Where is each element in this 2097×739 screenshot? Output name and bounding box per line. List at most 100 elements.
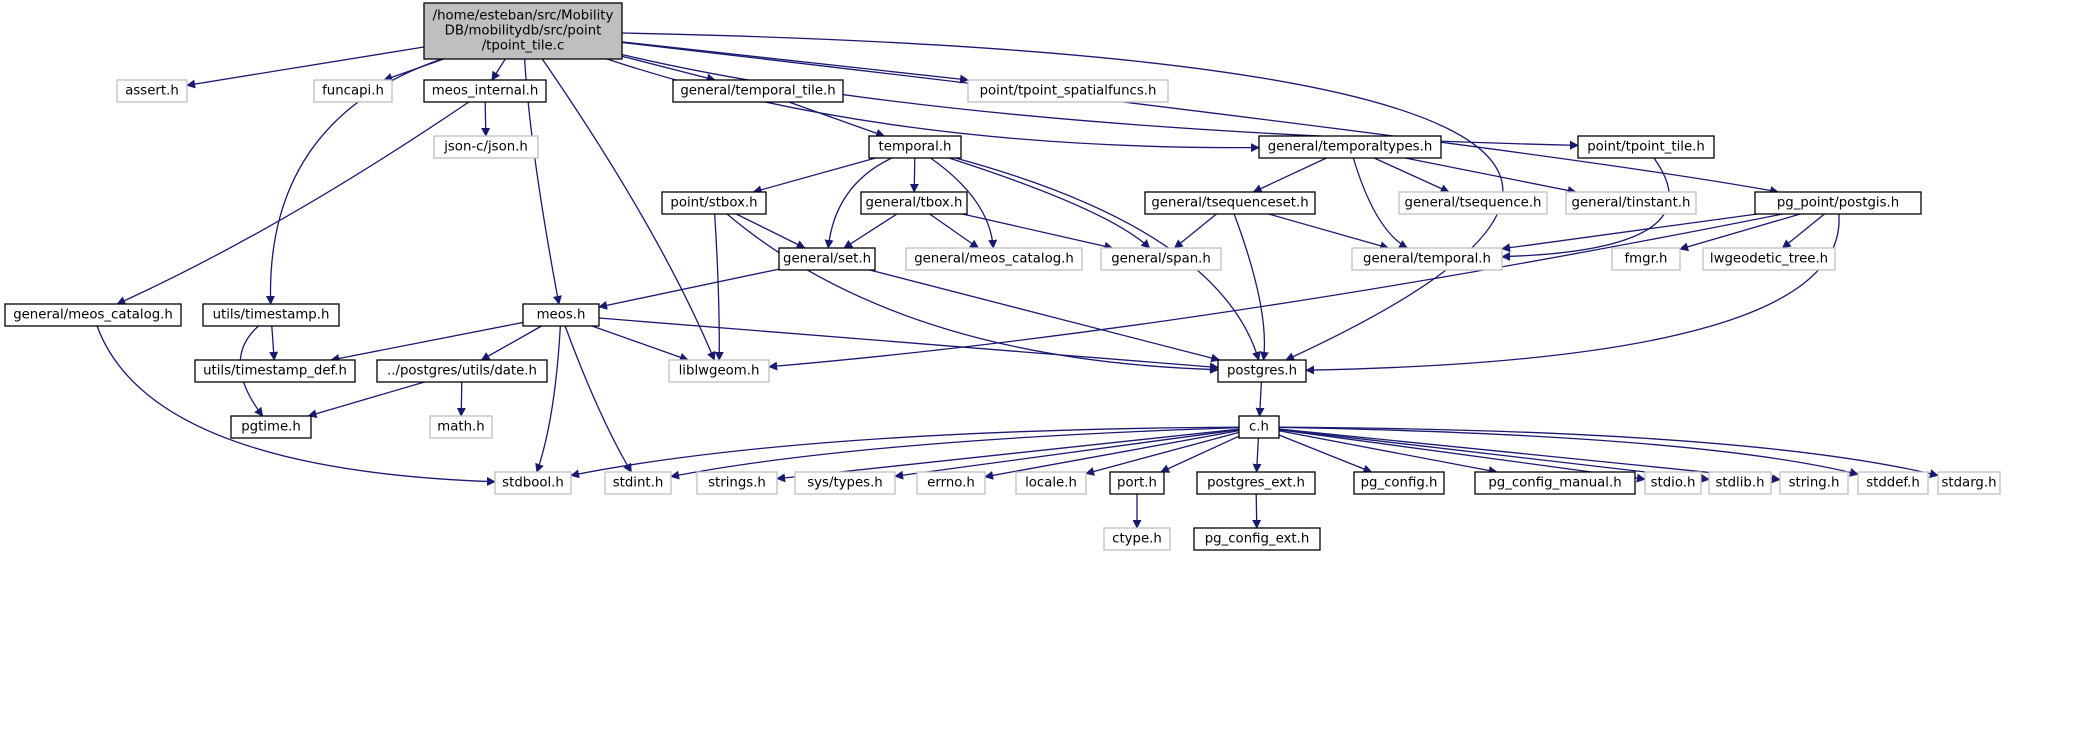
node-label: c.h — [1249, 420, 1269, 435]
node-fmgr: fmgr.h — [1611, 247, 1681, 271]
node-box — [1217, 359, 1307, 383]
node-assert: assert.h — [116, 79, 188, 103]
node-box — [1109, 471, 1165, 495]
edge-c_h-to-port — [1160, 435, 1240, 473]
node-label: pg_point/postgis.h — [1777, 196, 1899, 211]
node-label: assert.h — [125, 84, 179, 99]
node-temporal_h[interactable]: temporal.h — [868, 135, 962, 159]
edge-meos-to-postgres — [598, 317, 1219, 372]
node-box — [604, 471, 672, 495]
edge-date-to-pgtime — [307, 381, 425, 419]
node-string: string.h — [1779, 471, 1849, 495]
node-tsequence: general/tsequence.h — [1398, 191, 1548, 215]
node-set_h[interactable]: general/set.h — [778, 247, 876, 271]
node-meos_catalog_ext: general/meos_catalog.h — [905, 247, 1083, 271]
node-label: port.h — [1117, 476, 1157, 491]
node-port[interactable]: port.h — [1109, 471, 1165, 495]
node-label: point/tpoint_spatialfuncs.h — [980, 84, 1157, 99]
edge-meos-to-stdint — [564, 325, 632, 473]
node-stdlib: stdlib.h — [1708, 471, 1772, 495]
edge-meos-to-liblwgeom — [591, 325, 689, 362]
node-tbox[interactable]: general/tbox.h — [860, 191, 968, 215]
node-label: locale.h — [1025, 476, 1077, 491]
node-box — [1779, 471, 1849, 495]
edge-postgis-to-lwgeodetic — [1781, 213, 1825, 249]
edge-root-to-meos_internal — [491, 58, 506, 81]
node-label: meos_internal.h — [432, 84, 539, 99]
node-locale: locale.h — [1015, 471, 1087, 495]
node-meos_internal[interactable]: meos_internal.h — [423, 79, 547, 103]
node-label: pg_config_ext.h — [1205, 532, 1310, 547]
edge-postgres_ext-to-pg_config_ext — [1252, 493, 1262, 529]
edge-temporaltypes-to-tsequenceset — [1252, 157, 1327, 193]
node-box — [194, 359, 356, 383]
node-label: postgres.h — [1227, 364, 1297, 379]
node-timestamp[interactable]: utils/timestamp.h — [202, 303, 340, 327]
node-box — [1015, 471, 1087, 495]
node-stdint: stdint.h — [604, 471, 672, 495]
node-date[interactable]: ../postgres/utils/date.h — [376, 359, 548, 383]
node-tpoint_tile_h[interactable]: point/tpoint_tile.h — [1577, 135, 1715, 159]
node-meos[interactable]: meos.h — [522, 303, 600, 327]
node-box — [423, 2, 623, 60]
edge-root-to-assert — [186, 46, 425, 89]
node-pgtime[interactable]: pgtime.h — [230, 415, 312, 439]
node-ctype: ctype.h — [1103, 527, 1171, 551]
node-temporal_tile[interactable]: general/temporal_tile.h — [672, 79, 844, 103]
node-pg_config_ext[interactable]: pg_config_ext.h — [1193, 527, 1321, 551]
edge-layer — [96, 32, 1939, 529]
node-box — [429, 415, 493, 439]
edge-c_h-to-stdbool — [570, 426, 1240, 479]
edge-postgis-to-gtemporal — [1501, 213, 1758, 253]
node-errno: errno.h — [916, 471, 986, 495]
node-box — [905, 247, 1083, 271]
node-label: pgtime.h — [241, 420, 301, 435]
node-box — [433, 135, 539, 159]
node-root[interactable]: /home/esteban/src/MobilityDB/mobilitydb/… — [423, 2, 623, 60]
edge-temporal_h-to-stbox — [752, 157, 876, 195]
edge-c_h-to-errno — [984, 429, 1240, 480]
node-box — [668, 359, 770, 383]
edge-c_h-to-stddef — [1278, 426, 1859, 477]
edge-root-to-postgis — [621, 41, 1780, 195]
edge-tsequenceset-to-gtemporal — [1268, 213, 1390, 251]
node-label: funcapi.h — [322, 84, 384, 99]
node-label: general/tbox.h — [866, 196, 963, 211]
node-box — [1708, 471, 1772, 495]
edge-c_h-to-stdlib — [1278, 428, 1710, 483]
node-box — [494, 471, 572, 495]
edge-postgis-to-postgres — [1305, 213, 1840, 375]
node-temporaltypes[interactable]: general/temporaltypes.h — [1258, 135, 1442, 159]
edge-meos_catalog-to-stdbool — [96, 325, 496, 486]
node-box — [916, 471, 986, 495]
node-label: general/set.h — [783, 252, 871, 267]
edge-meos-to-date — [480, 325, 542, 361]
edge-c_h-to-locale — [1085, 431, 1240, 476]
node-box — [313, 79, 393, 103]
node-box — [1577, 135, 1715, 159]
edge-c_h-to-strings — [776, 428, 1240, 483]
node-box — [1702, 247, 1836, 271]
node-pg_config_manual[interactable]: pg_config_manual.h — [1474, 471, 1636, 495]
node-label: stdarg.h — [1941, 476, 1996, 491]
edge-c_h-to-systypes — [894, 429, 1240, 480]
node-label: general/tsequenceset.h — [1151, 196, 1308, 211]
node-tsequenceset[interactable]: general/tsequenceset.h — [1144, 191, 1316, 215]
node-postgis[interactable]: pg_point/postgis.h — [1754, 191, 1922, 215]
node-pg_config[interactable]: pg_config.h — [1353, 471, 1445, 495]
node-label: pg_config_manual.h — [1488, 476, 1621, 491]
node-label: stdint.h — [613, 476, 664, 491]
node-timestamp_def[interactable]: utils/timestamp_def.h — [194, 359, 356, 383]
node-stbox[interactable]: point/stbox.h — [661, 191, 767, 215]
node-box — [1937, 471, 2001, 495]
node-label: general/tsequence.h — [1405, 196, 1542, 211]
node-postgres[interactable]: postgres.h — [1217, 359, 1307, 383]
edge-root-to-temporal_tile — [621, 55, 716, 83]
node-c_h[interactable]: c.h — [1238, 415, 1280, 439]
edge-c_h-to-string — [1278, 428, 1781, 484]
node-label: general/meos_catalog.h — [13, 308, 173, 323]
edge-root-to-postgres — [621, 32, 1504, 361]
node-postgres_ext[interactable]: postgres_ext.h — [1196, 471, 1316, 495]
edge-temporaltypes-to-tsequence — [1373, 157, 1450, 193]
node-meos_catalog[interactable]: general/meos_catalog.h — [4, 303, 182, 327]
